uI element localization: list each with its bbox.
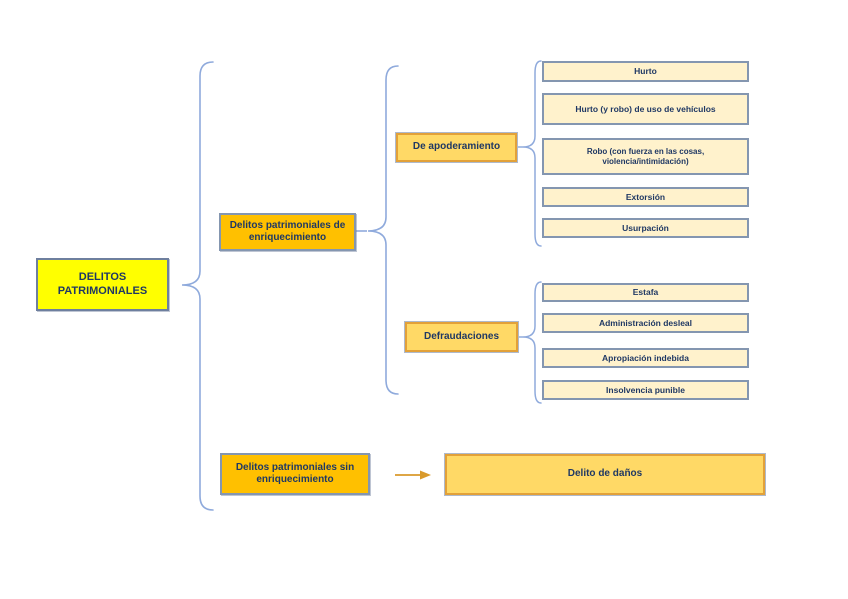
leaf-box-apropiacion-indebida: Apropiación indebida (542, 348, 749, 368)
leaf-box-insolvencia-punible: Insolvencia punible (542, 380, 749, 400)
subbranch-box-defraudaciones: Defraudaciones (405, 322, 518, 352)
leaf-box-usurpacion: Usurpación (542, 218, 749, 238)
leaf-box-hurto: Hurto (542, 61, 749, 82)
brace-root (181, 61, 214, 511)
leaf-box-robo: Robo (con fuerza en las cosas, violencia… (542, 138, 749, 175)
brace-defraudaciones (522, 281, 542, 404)
root-box-delitos-patrimoniales: DELITOS PATRIMONIALES (36, 258, 169, 311)
leaf-box-administracion-desleal: Administración desleal (542, 313, 749, 333)
brace-enriquecimiento (367, 65, 399, 395)
arrow-head (420, 470, 431, 480)
branch-box-enriquecimiento: Delitos patrimoniales de enriquecimiento (219, 213, 356, 251)
leaf-box-estafa: Estafa (542, 283, 749, 302)
leaf-box-hurto-robo-vehiculos: Hurto (y robo) de uso de vehículos (542, 93, 749, 125)
leaf-box-delito-de-danos: Delito de daños (445, 454, 765, 495)
brace-apoderamiento (522, 60, 542, 247)
branch-box-sin-enriquecimiento: Delitos patrimoniales sin enriquecimient… (220, 453, 370, 495)
leaf-box-extorsion: Extorsión (542, 187, 749, 207)
subbranch-box-apoderamiento: De apoderamiento (396, 133, 517, 162)
